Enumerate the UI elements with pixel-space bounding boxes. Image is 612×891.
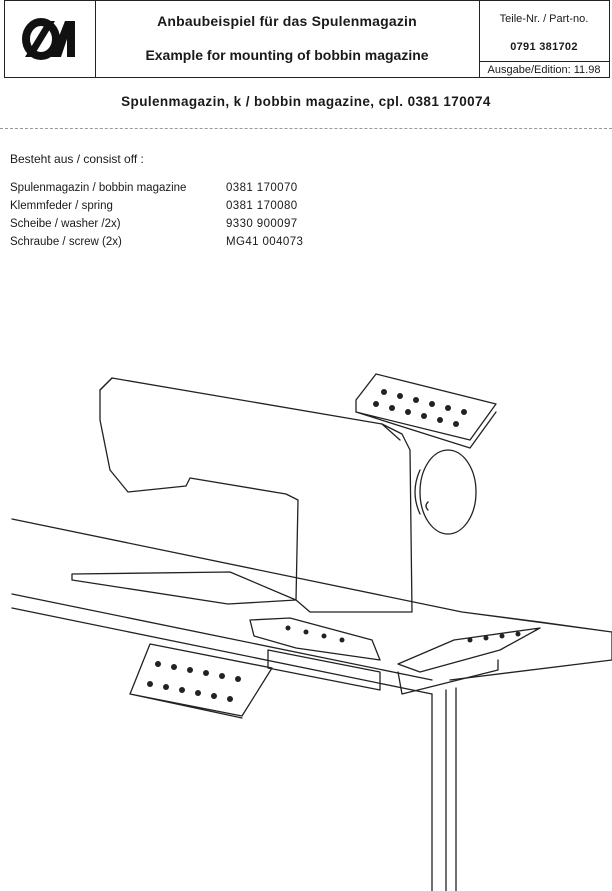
bobbin-magazine-top: [355, 373, 497, 449]
bobbin-magazine-table-right: [397, 627, 541, 695]
list-item: Spulenmagazin / bobbin magazine 0381 170…: [10, 182, 303, 200]
part-name: Spulenmagazin / bobbin magazine: [10, 182, 187, 194]
title-english: Example for mounting of bobbin magazine: [145, 47, 429, 63]
table-leg: [431, 687, 457, 891]
hand-wheel: [419, 449, 477, 535]
title-cell: Anbaubeispiel für das Spulenmagazin Exam…: [95, 1, 480, 77]
part-name: Schraube / screw (2x): [10, 236, 122, 248]
consist-of-label: Besteht aus / consist off :: [10, 152, 144, 166]
list-item: Schraube / screw (2x) MG41 004073: [10, 236, 303, 254]
edition-label: Ausgabe/Edition: 11.98: [479, 61, 609, 78]
part-name: Scheibe / washer /2x): [10, 218, 121, 230]
parts-list: Spulenmagazin / bobbin magazine 0381 170…: [10, 182, 303, 254]
part-number: MG41 004073: [226, 236, 304, 248]
list-item: Klemmfeder / spring 0381 170080: [10, 200, 303, 218]
machine-arm: [99, 377, 413, 613]
document-header: Anbaubeispiel für das Spulenmagazin Exam…: [4, 0, 610, 78]
logo-cell: [5, 1, 96, 77]
part-number-value: 0791 381702: [510, 41, 578, 53]
machine-bed: [71, 571, 297, 605]
duerkopp-adler-logo-icon: [22, 18, 75, 60]
part-number: 0381 170070: [226, 182, 298, 194]
bobbin-magazine-table-center: [249, 617, 381, 691]
title-german: Anbaubeispiel für das Spulenmagazin: [157, 13, 417, 29]
part-number: 9330 900097: [226, 218, 298, 230]
assembly-title: Spulenmagazin, k / bobbin magazine, cpl.…: [121, 94, 491, 109]
table-top: [11, 518, 612, 695]
part-number-label: Teile-Nr. / Part-no.: [499, 13, 589, 25]
part-number: 0381 170080: [226, 200, 298, 212]
part-number-cell: Teile-Nr. / Part-no. 0791 381702 Ausgabe…: [479, 1, 609, 77]
divider-line: [0, 128, 612, 129]
part-name: Klemmfeder / spring: [10, 200, 113, 212]
bobbin-magazine-left: [129, 643, 273, 719]
list-item: Scheibe / washer /2x) 9330 900097: [10, 218, 303, 236]
